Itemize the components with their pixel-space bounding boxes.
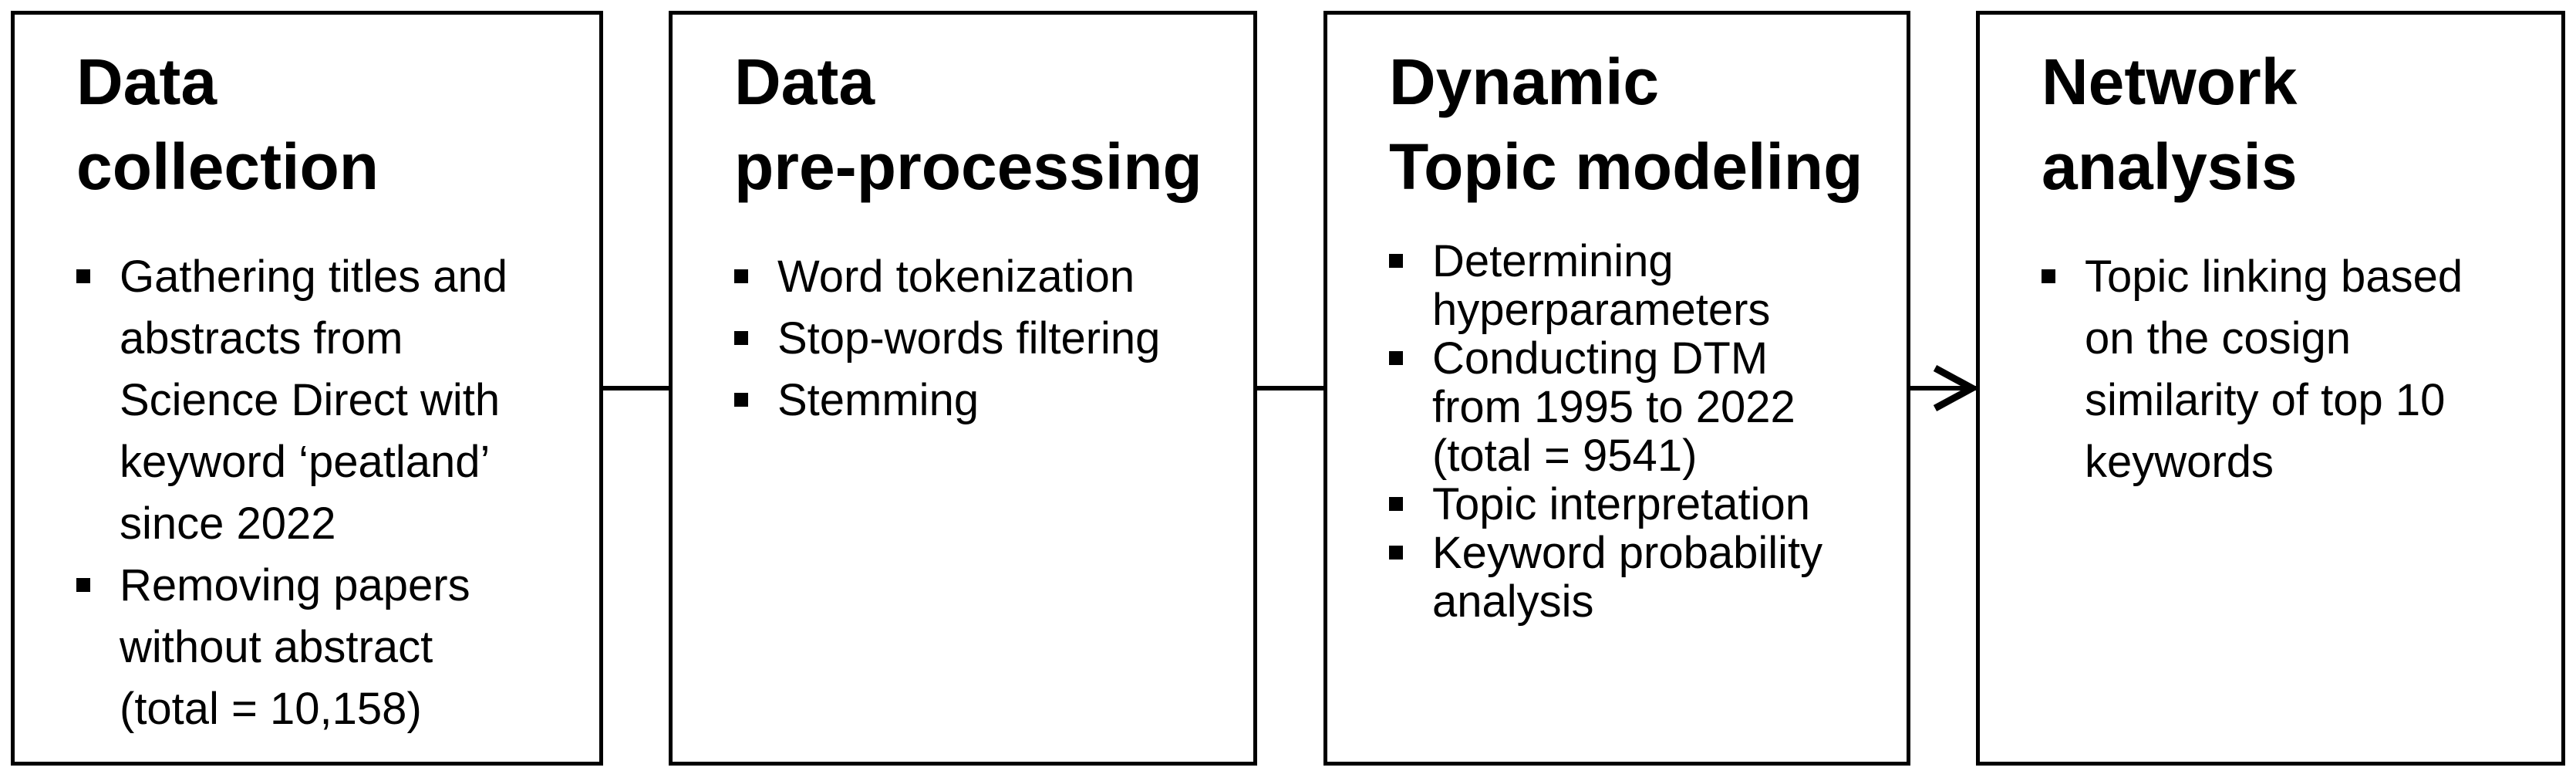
- bullet-square-icon: [734, 269, 748, 283]
- bullet-text: Topic linking based on the cosign simila…: [2085, 252, 2463, 487]
- bullet-text: Topic interpretation: [1432, 479, 1811, 529]
- bullet-item: Stemming: [734, 370, 1232, 431]
- bullet-square-icon: [734, 331, 748, 345]
- box-title: Dynamic Topic modeling: [1389, 46, 1863, 203]
- bullet-text: Conducting DTM from 1995 to 2022 (total …: [1432, 333, 1795, 481]
- connector-line-3: [1909, 386, 1978, 390]
- bullet-square-icon: [734, 393, 748, 407]
- bullet-list: Gathering titles and abstracts from Scie…: [76, 246, 578, 740]
- flow-box-data-collection: Data collection Gathering titles and abs…: [11, 11, 603, 766]
- bullet-square-icon: [76, 269, 90, 283]
- bullet-item: Word tokenization: [734, 246, 1232, 308]
- bullet-list: Topic linking based on the cosign simila…: [2042, 246, 2540, 493]
- bullet-item: Gathering titles and abstracts from Scie…: [76, 246, 578, 555]
- bullet-item: Keyword probability analysis: [1389, 529, 1885, 626]
- bullet-item: Stop-words filtering: [734, 308, 1232, 370]
- bullet-square-icon: [2042, 269, 2055, 283]
- arrow-head-icon: [1933, 365, 1977, 411]
- bullet-square-icon: [1389, 254, 1403, 268]
- bullet-text: Stemming: [777, 375, 979, 425]
- bullet-square-icon: [1389, 351, 1403, 365]
- bullet-text: Stop-words filtering: [777, 313, 1161, 363]
- box-title: Data pre-processing: [734, 46, 1202, 203]
- bullet-item: Determining hyperparameters: [1389, 237, 1885, 334]
- bullet-list: Determining hyperparameters Conducting D…: [1389, 237, 1885, 626]
- bullet-text: Removing papers without abstract (total …: [120, 560, 470, 734]
- box-title: Data collection: [76, 46, 379, 203]
- flow-box-network-analysis: Network analysis Topic linking based on …: [1976, 11, 2565, 766]
- bullet-text: Word tokenization: [777, 252, 1135, 302]
- bullet-text: Gathering titles and abstracts from Scie…: [120, 252, 507, 549]
- bullet-item: Conducting DTM from 1995 to 2022 (total …: [1389, 334, 1885, 480]
- bullet-item: Topic interpretation: [1389, 480, 1885, 529]
- flow-box-dynamic-topic-modeling: Dynamic Topic modeling Determining hyper…: [1323, 11, 1910, 766]
- bullet-item: Removing papers without abstract (total …: [76, 555, 578, 740]
- box-title: Network analysis: [2042, 46, 2298, 203]
- bullet-square-icon: [76, 578, 90, 592]
- bullet-list: Word tokenization Stop-words filtering S…: [734, 246, 1232, 431]
- bullet-item: Topic linking based on the cosign simila…: [2042, 246, 2540, 493]
- bullet-square-icon: [1389, 497, 1403, 511]
- bullet-square-icon: [1389, 546, 1403, 560]
- bullet-text: Determining hyperparameters: [1432, 236, 1771, 335]
- bullet-text: Keyword probability analysis: [1432, 528, 1823, 627]
- flow-box-data-pre-processing: Data pre-processing Word tokenization St…: [669, 11, 1257, 766]
- connector-line-2: [1256, 386, 1325, 390]
- connector-line-1: [602, 386, 670, 390]
